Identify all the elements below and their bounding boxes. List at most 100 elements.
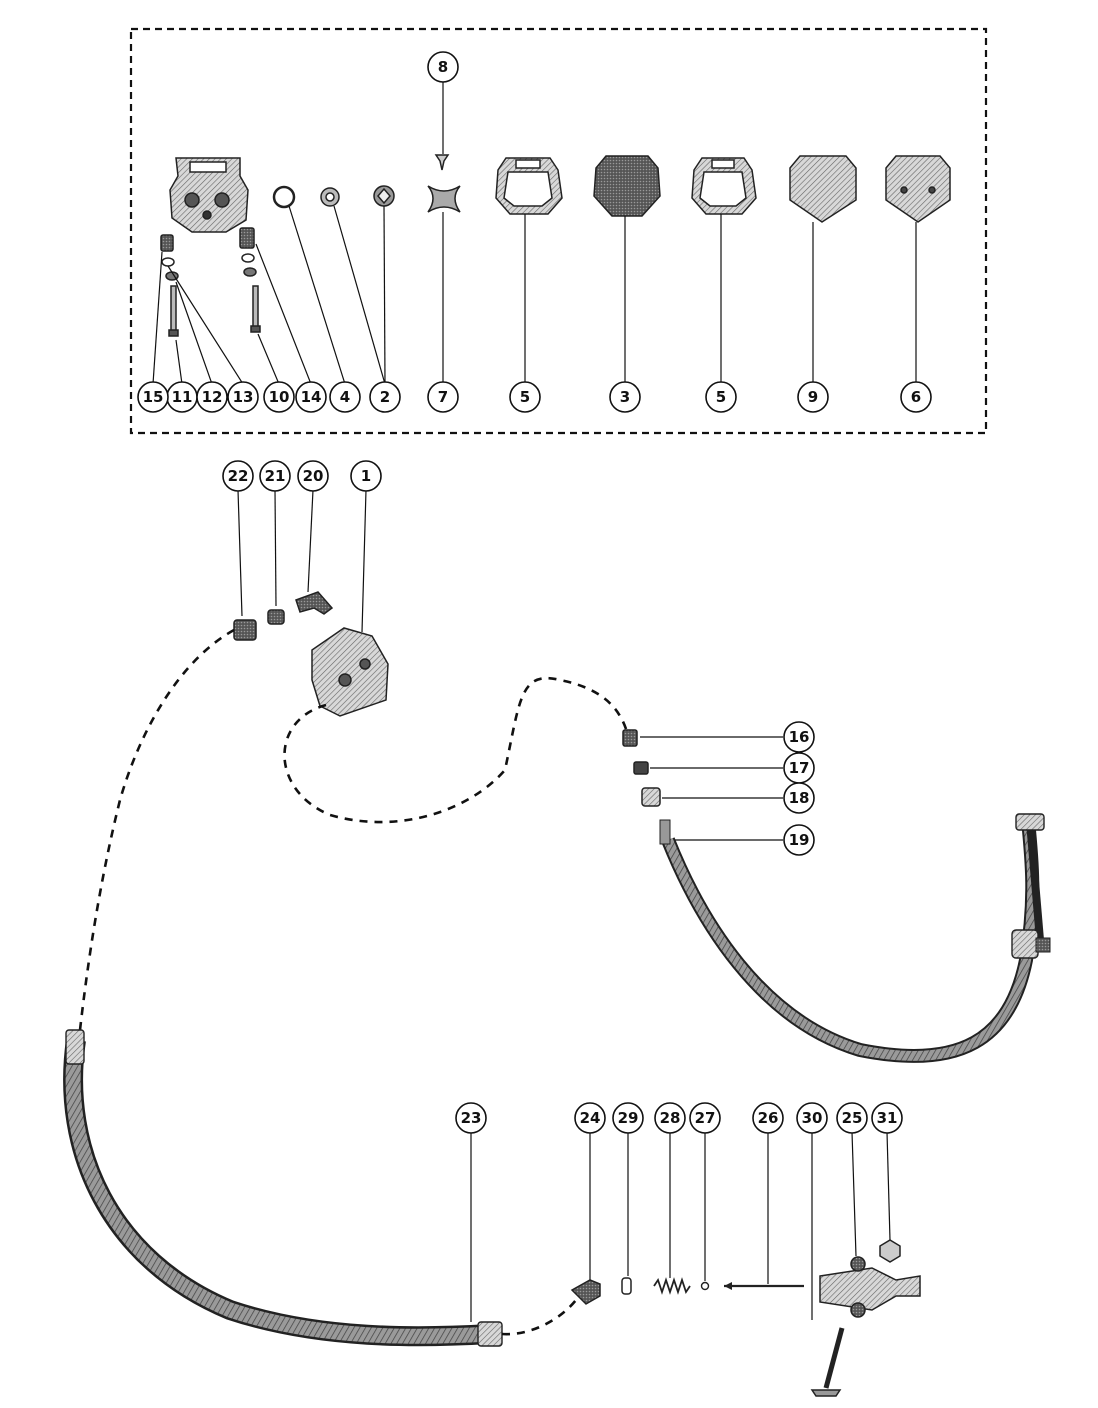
- callout-label: 9: [808, 388, 818, 406]
- callout-label: 11: [172, 388, 193, 406]
- callout: 21: [259, 460, 291, 492]
- fuel-path-dashed-bottom: [501, 1299, 578, 1336]
- elbow-24-part: [570, 1279, 601, 1305]
- callout-label: 17: [789, 759, 810, 777]
- callout: 1: [350, 460, 382, 492]
- kit-leader-lines: [152, 80, 917, 385]
- callout-label: 24: [580, 1109, 601, 1127]
- callout-label: 13: [233, 388, 254, 406]
- fuel-hose-right-part: [659, 813, 1051, 1063]
- plate-9-part: [789, 155, 857, 223]
- callout-label: 4: [340, 388, 350, 406]
- callout-label: 6: [911, 388, 921, 406]
- kit-boundary: [129, 27, 988, 435]
- callout-label: 26: [758, 1109, 779, 1127]
- callout: 3: [609, 381, 641, 413]
- check-valve-part: [320, 185, 395, 207]
- bottom-leader-lines: [470, 1131, 891, 1322]
- fitting-16-part: [622, 729, 638, 747]
- callout: 13: [227, 381, 259, 413]
- callout: 7: [427, 381, 459, 413]
- callout: 30: [796, 1102, 828, 1134]
- callout: 9: [797, 381, 829, 413]
- callout-label: 15: [143, 388, 164, 406]
- callout-label: 5: [520, 388, 530, 406]
- elbow-20-part: [295, 591, 334, 615]
- callout-label: 2: [380, 388, 390, 406]
- callout: 17: [783, 752, 815, 784]
- callout: 26: [752, 1102, 784, 1134]
- callout-label: 10: [269, 388, 290, 406]
- callout-label: 21: [265, 467, 286, 485]
- callout: 8: [427, 51, 459, 83]
- nut-18-part: [641, 787, 661, 807]
- callout-label: 28: [660, 1109, 681, 1127]
- o-ring-part: [272, 185, 296, 209]
- callout-label: 22: [228, 467, 249, 485]
- callout: 27: [689, 1102, 721, 1134]
- callout-label: 3: [620, 388, 630, 406]
- fuel-pump-1-part: [311, 627, 389, 717]
- fuel-hose-left-part: [63, 1029, 503, 1347]
- callout: 10: [263, 381, 295, 413]
- callout: 22: [222, 460, 254, 492]
- nut-31-part: [879, 1239, 901, 1263]
- plate-6-part: [885, 155, 951, 223]
- sleeve-21-part: [267, 609, 285, 625]
- callout-label: 8: [438, 58, 448, 76]
- valve-29-part: [621, 1277, 632, 1295]
- fitting-14-part: [239, 227, 261, 333]
- callout: 24: [574, 1102, 606, 1134]
- callout: 12: [196, 381, 228, 413]
- callout: 20: [297, 460, 329, 492]
- callout: 11: [166, 381, 198, 413]
- mid-leader-lines: [237, 489, 367, 633]
- gasket-5b-part: [691, 157, 757, 215]
- callout: 6: [900, 381, 932, 413]
- screw-8-part: [434, 154, 450, 171]
- callout-label: 18: [789, 789, 810, 807]
- pump-cover-part: [169, 157, 249, 233]
- callout: 14: [295, 381, 327, 413]
- spring-28-part: [653, 1277, 691, 1295]
- screw-30-part: [810, 1327, 845, 1397]
- callout: 4: [329, 381, 361, 413]
- primer-body-25-part: [819, 1256, 921, 1318]
- callout-label: 14: [301, 388, 322, 406]
- callout-label: 25: [842, 1109, 863, 1127]
- fitting-15-part: [160, 234, 179, 337]
- callout-label: 19: [789, 831, 810, 849]
- callout: 29: [612, 1102, 644, 1134]
- diaphragm-3-part: [593, 155, 661, 217]
- callout-label: 20: [303, 467, 324, 485]
- callout: 19: [783, 824, 815, 856]
- callout-label: 5: [716, 388, 726, 406]
- callout: 5: [705, 381, 737, 413]
- retainer-7-part: [427, 185, 461, 213]
- callout: 28: [654, 1102, 686, 1134]
- callout-label: 1: [361, 467, 371, 485]
- callout-label: 16: [789, 728, 810, 746]
- callout-label: 12: [202, 388, 223, 406]
- right-leader-lines: [640, 736, 783, 841]
- fuel-path-dashed-left: [78, 628, 235, 1031]
- callout-label: 23: [461, 1109, 482, 1127]
- callout: 25: [836, 1102, 868, 1134]
- callout-label: 29: [618, 1109, 639, 1127]
- nut-22-part: [233, 619, 257, 641]
- callout-label: 30: [802, 1109, 823, 1127]
- callout-label: 27: [695, 1109, 716, 1127]
- needle-26-part: [724, 1282, 804, 1290]
- callout: 5: [509, 381, 541, 413]
- callout: 23: [455, 1102, 487, 1134]
- callout: 15: [137, 381, 169, 413]
- seal-17-part: [633, 761, 649, 775]
- callout: 16: [783, 721, 815, 753]
- gasket-5-part: [495, 157, 563, 215]
- ball-27-part: [700, 1281, 710, 1291]
- callout-label: 7: [438, 388, 448, 406]
- callout: 2: [369, 381, 401, 413]
- callout-label: 31: [877, 1109, 898, 1127]
- callout: 31: [871, 1102, 903, 1134]
